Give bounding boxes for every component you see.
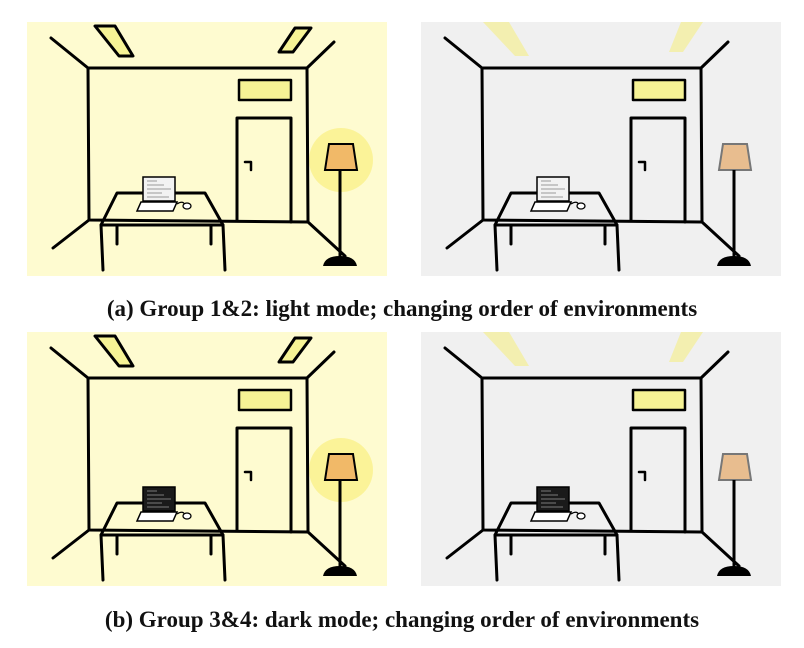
door-handle (243, 470, 253, 482)
table-leg-front-left (493, 533, 499, 582)
floor-edge-left (51, 218, 91, 250)
ceiling-light-right (277, 26, 313, 54)
lamp-base (323, 566, 357, 576)
laptop-keyboard (529, 511, 573, 522)
table-top (99, 191, 225, 227)
ceiling-light-left (93, 334, 135, 368)
mouse (576, 202, 586, 210)
wall-window (237, 78, 293, 102)
room-panel-group12-warm (27, 22, 387, 276)
table-leg-front-right (221, 533, 227, 582)
door-handle (637, 470, 647, 482)
lamp-shade (717, 453, 753, 481)
room-background (421, 22, 781, 276)
room-panel-group34-warm (27, 332, 387, 586)
ceiling-light-right (669, 22, 703, 52)
table-top (493, 191, 619, 227)
room-illustration (421, 22, 781, 276)
table-leg-front-right (615, 223, 621, 272)
mouse (182, 202, 192, 210)
ceiling-edge-right (699, 40, 730, 70)
door (629, 116, 687, 224)
lamp-base (717, 256, 751, 266)
door-handle (637, 160, 647, 172)
ceiling-edge-right (305, 40, 336, 70)
table-top (99, 501, 225, 537)
room-panel-group34-neutral (421, 332, 781, 586)
table-leg-front-left (493, 223, 499, 272)
mouse (182, 512, 192, 520)
caption-a: (a) Group 1&2: light mode; changing orde… (106, 296, 698, 321)
ceiling-light-right (669, 332, 703, 362)
ceiling-light-left (93, 24, 135, 58)
laptop-keyboard (135, 511, 179, 522)
ceiling-edge-left (443, 36, 484, 70)
mouse (576, 512, 586, 520)
ceiling-edge-left (49, 346, 90, 380)
lamp-base (717, 566, 751, 576)
ceiling-light-right (277, 336, 313, 364)
ceiling-light-left (483, 22, 529, 56)
caption-b: (b) Group 3&4: dark mode; changing order… (104, 607, 700, 632)
room-panel-group12-neutral (421, 22, 781, 276)
door (235, 426, 293, 534)
table-leg-front-left (99, 223, 105, 272)
door (629, 426, 687, 534)
table-leg-front-left (99, 533, 105, 582)
ceiling-light-left (483, 332, 529, 366)
wall-window (237, 388, 293, 412)
lamp-shade (717, 143, 753, 171)
room-illustration (421, 332, 781, 586)
room-illustration (27, 22, 387, 276)
room-background (421, 332, 781, 586)
ceiling-edge-right (699, 350, 730, 380)
table-leg-front-right (221, 223, 227, 272)
lamp-shade (323, 143, 359, 171)
table-leg-front-right (615, 533, 621, 582)
lamp-shade (323, 453, 359, 481)
laptop-keyboard (529, 201, 573, 212)
lamp-base (323, 256, 357, 266)
ceiling-edge-right (305, 350, 336, 380)
table-top (493, 501, 619, 537)
room-illustration (27, 332, 387, 586)
floor-edge-left (445, 528, 485, 560)
door-handle (243, 160, 253, 172)
wall-window (631, 78, 687, 102)
wall-window (631, 388, 687, 412)
door (235, 116, 293, 224)
ceiling-edge-left (443, 346, 484, 380)
ceiling-edge-left (49, 36, 90, 70)
laptop-keyboard (135, 201, 179, 212)
floor-edge-left (445, 218, 485, 250)
floor-edge-left (51, 528, 91, 560)
